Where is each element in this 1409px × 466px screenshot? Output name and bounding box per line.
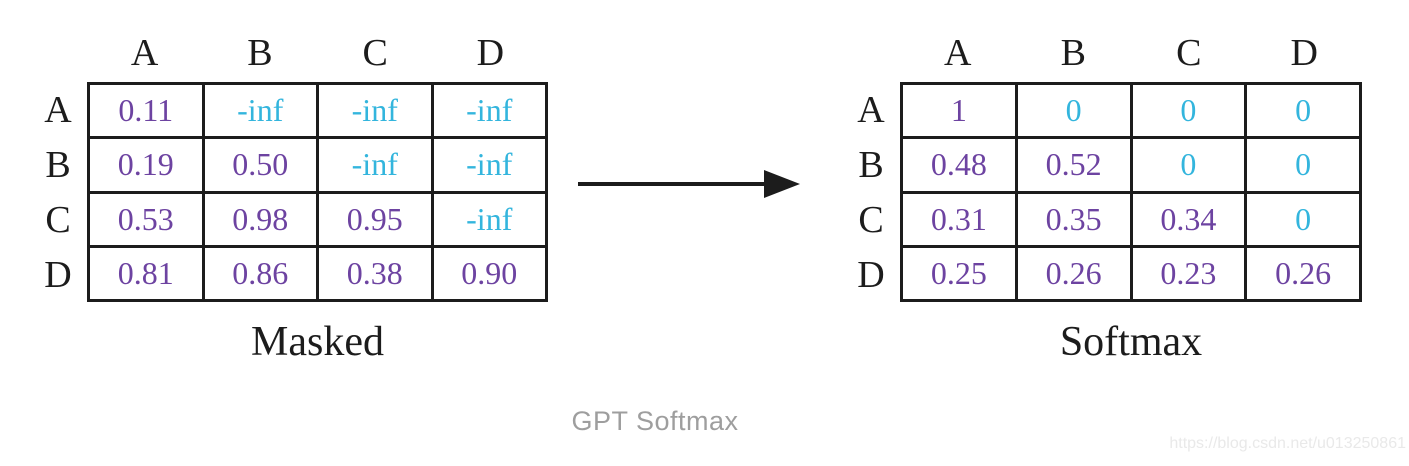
softmax-row-labels: A B C D: [849, 82, 893, 302]
softmax-cell-c-b: 0.35: [1017, 193, 1130, 245]
masked-cell-d-b: 0.86: [204, 247, 316, 299]
softmax-cell-a-c: 0: [1132, 85, 1245, 137]
softmax-cell-a-b: 0: [1017, 85, 1130, 137]
masked-cell-d-d: 0.90: [433, 247, 545, 299]
softmax-cell-a-a: 1: [903, 85, 1015, 137]
masked-cell-a-d: -inf: [433, 85, 545, 137]
masked-cell-c-d: -inf: [433, 193, 545, 245]
watermark-url: https://blog.csdn.net/u013250861: [1169, 435, 1406, 452]
masked-cell-b-a: 0.19: [90, 139, 202, 191]
masked-row-label-b: B: [45, 143, 71, 186]
masked-table: 0.11 -inf -inf -inf 0.19 0.50 -inf -inf …: [87, 82, 548, 302]
masked-col-headers: A B C D: [87, 30, 548, 76]
masked-cell-d-c: 0.38: [319, 247, 431, 299]
softmax-cell-b-a: 0.48: [903, 139, 1015, 191]
softmax-cell-c-c: 0.34: [1132, 193, 1245, 245]
masked-col-header-d: D: [476, 32, 505, 74]
masked-row-labels: A B C D: [36, 82, 80, 302]
masked-col-header-b: B: [247, 32, 273, 74]
masked-row-label-a: A: [44, 88, 72, 131]
softmax-col-header-d: D: [1290, 32, 1318, 74]
softmax-cell-d-d: 0.26: [1247, 247, 1359, 299]
softmax-col-header-a: A: [944, 32, 972, 74]
masked-row-label-c: C: [45, 198, 71, 241]
softmax-row-label-a: A: [857, 88, 885, 131]
right-arrow-icon: [578, 170, 800, 198]
masked-cell-b-d: -inf: [433, 139, 545, 191]
masked-col-header-c: C: [362, 32, 388, 74]
masked-cell-b-b: 0.50: [204, 139, 316, 191]
page-title: GPT Softmax: [571, 406, 739, 436]
masked-cell-a-a: 0.11: [90, 85, 202, 137]
softmax-cell-b-c: 0: [1132, 139, 1245, 191]
masked-cell-c-a: 0.53: [90, 193, 202, 245]
softmax-row-label-b: B: [858, 143, 884, 186]
softmax-cell-d-b: 0.26: [1017, 247, 1130, 299]
softmax-caption: Softmax: [1059, 319, 1203, 365]
masked-cell-d-a: 0.81: [90, 247, 202, 299]
masked-caption: Masked: [251, 319, 384, 365]
softmax-cell-d-c: 0.23: [1132, 247, 1245, 299]
masked-cell-a-b: -inf: [204, 85, 316, 137]
softmax-row-label-c: C: [858, 198, 884, 241]
softmax-cell-a-d: 0: [1247, 85, 1359, 137]
softmax-row-label-d: D: [857, 253, 885, 296]
masked-col-header-a: A: [130, 32, 159, 74]
masked-cell-c-c: 0.95: [319, 193, 431, 245]
softmax-table: 1 0 0 0 0.48 0.52 0 0 0.31 0.35 0.34 0 0…: [900, 82, 1362, 302]
softmax-cell-c-a: 0.31: [903, 193, 1015, 245]
softmax-col-header-b: B: [1060, 32, 1086, 74]
softmax-cell-b-b: 0.52: [1017, 139, 1130, 191]
masked-cell-b-c: -inf: [319, 139, 431, 191]
softmax-col-headers: A B C D: [900, 30, 1362, 76]
softmax-cell-d-a: 0.25: [903, 247, 1015, 299]
masked-cell-c-b: 0.98: [204, 193, 316, 245]
softmax-cell-c-d: 0: [1247, 193, 1359, 245]
softmax-col-header-c: C: [1176, 32, 1202, 74]
softmax-cell-b-d: 0: [1247, 139, 1359, 191]
masked-cell-a-c: -inf: [319, 85, 431, 137]
masked-row-label-d: D: [44, 253, 72, 296]
